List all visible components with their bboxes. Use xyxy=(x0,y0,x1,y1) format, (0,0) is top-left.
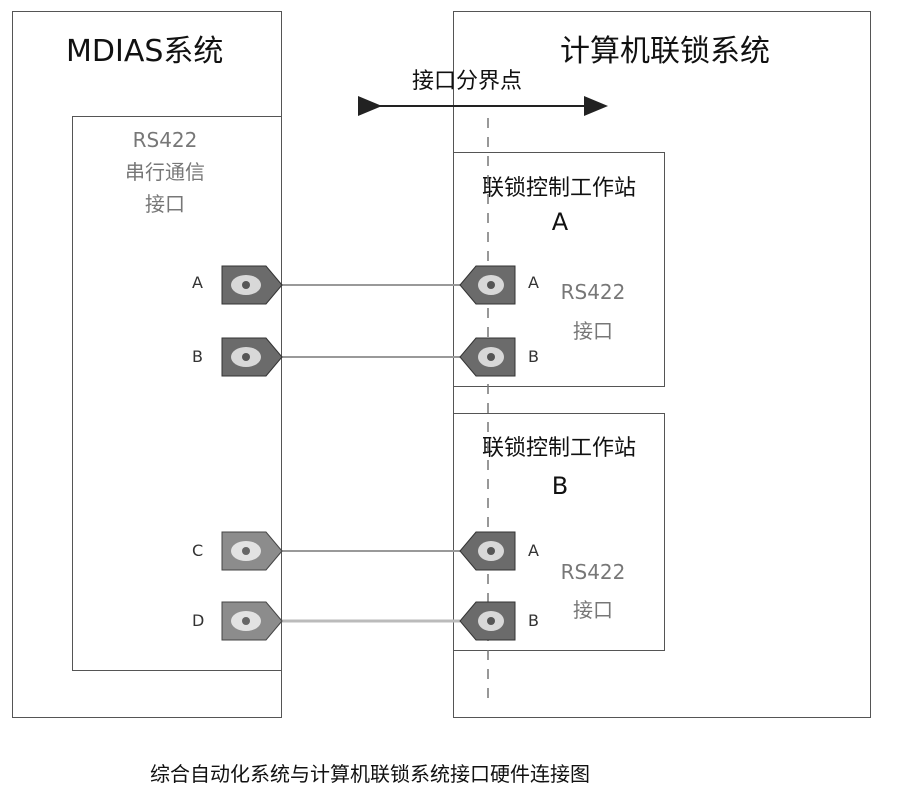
station-b-letter: B xyxy=(551,472,569,500)
interlock-title: 计算机联锁系统 xyxy=(560,34,770,69)
mdias-interface-line1: RS422 xyxy=(132,128,198,152)
station-b-connector-b xyxy=(459,601,516,641)
station-a-name: 联锁控制工作站 xyxy=(481,176,636,201)
mdias-port-label-a: A xyxy=(192,273,203,292)
boundary-label: 接口分界点 xyxy=(412,69,523,94)
mdias-connector-a xyxy=(221,265,283,305)
station-a-port-label-b: B xyxy=(528,347,539,366)
mdias-connector-d xyxy=(221,601,283,641)
station-b-port-label-b: B xyxy=(528,611,539,630)
mdias-port-label-c: C xyxy=(192,541,204,560)
station-b-name: 联锁控制工作站 xyxy=(481,436,636,461)
mdias-port-label-d: D xyxy=(192,611,205,630)
station-a-connector-a xyxy=(459,265,516,305)
mdias-title: MDIAS系统 xyxy=(66,34,224,69)
station-a-box xyxy=(453,152,665,387)
mdias-interface-line3: 接口 xyxy=(145,192,185,216)
mdias-connector-c xyxy=(221,531,283,571)
station-a-iface2: 接口 xyxy=(573,319,613,343)
mdias-connector-b xyxy=(221,337,283,377)
station-b-iface2: 接口 xyxy=(573,598,613,622)
station-b-connector-a xyxy=(459,531,516,571)
station-a-letter: A xyxy=(551,208,569,236)
mdias-interface-label: RS422 串行通信 接口 xyxy=(105,124,225,220)
figure-caption: 综合自动化系统与计算机联锁系统接口硬件连接图 xyxy=(150,762,590,786)
rs422-interface-box xyxy=(72,116,282,671)
station-a-iface1: RS422 xyxy=(560,280,626,304)
mdias-port-label-b: B xyxy=(192,347,203,366)
station-a-port-label-a: A xyxy=(528,273,539,292)
station-b-iface1: RS422 xyxy=(560,560,626,584)
mdias-interface-line2: 串行通信 xyxy=(125,160,205,184)
station-b-box xyxy=(453,413,665,651)
station-a-connector-b xyxy=(459,337,516,377)
station-b-port-label-a: A xyxy=(528,541,539,560)
